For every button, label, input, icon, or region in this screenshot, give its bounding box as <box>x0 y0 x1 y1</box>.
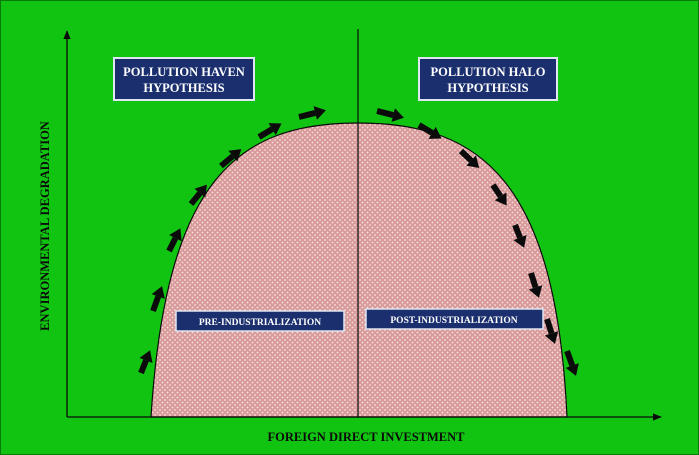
post-industrialization-label: POST-INDUSTRIALIZATION <box>390 316 517 326</box>
flow-arrows <box>138 106 579 376</box>
bold-arrow-icon <box>257 123 282 140</box>
bold-arrow-icon <box>528 272 543 298</box>
pre-industrialization-box: PRE-INDUSTRIALIZATION <box>175 310 345 332</box>
bold-arrow-icon <box>490 183 507 206</box>
x-axis-label: FOREIGN DIRECT INVESTMENT <box>267 430 465 444</box>
pollution-halo-line1: POLLUTION HALO <box>431 65 546 79</box>
post-industrialization-box: POST-INDUSTRIALIZATION <box>365 308 544 330</box>
bold-arrow-icon <box>512 223 527 248</box>
bold-arrow-icon <box>298 106 326 120</box>
bold-arrow-icon <box>376 108 404 122</box>
pollution-haven-box: POLLUTION HAVEN HYPOTHESIS <box>113 57 255 101</box>
inverted-u-curve <box>150 122 568 418</box>
bold-arrow-icon <box>188 184 207 206</box>
bold-arrow-icon <box>564 349 579 376</box>
bold-arrow-icon <box>219 149 242 169</box>
bold-arrow-icon <box>458 148 480 169</box>
pollution-halo-box: POLLUTION HALO HYPOTHESIS <box>418 57 558 101</box>
pollution-halo-line2: HYPOTHESIS <box>447 81 528 95</box>
bold-arrow-icon <box>417 122 442 139</box>
bold-arrow-icon <box>166 228 182 253</box>
pollution-haven-line1: POLLUTION HAVEN <box>123 65 245 79</box>
pre-industrialization-label: PRE-INDUSTRIALIZATION <box>199 318 321 328</box>
bold-arrow-icon <box>544 318 559 344</box>
bold-arrow-icon <box>138 350 153 375</box>
bold-arrow-icon <box>150 286 165 313</box>
pollution-haven-line2: HYPOTHESIS <box>143 81 224 95</box>
y-axis-label: ENVIRONMENTAL DEGRADATION <box>38 121 52 331</box>
